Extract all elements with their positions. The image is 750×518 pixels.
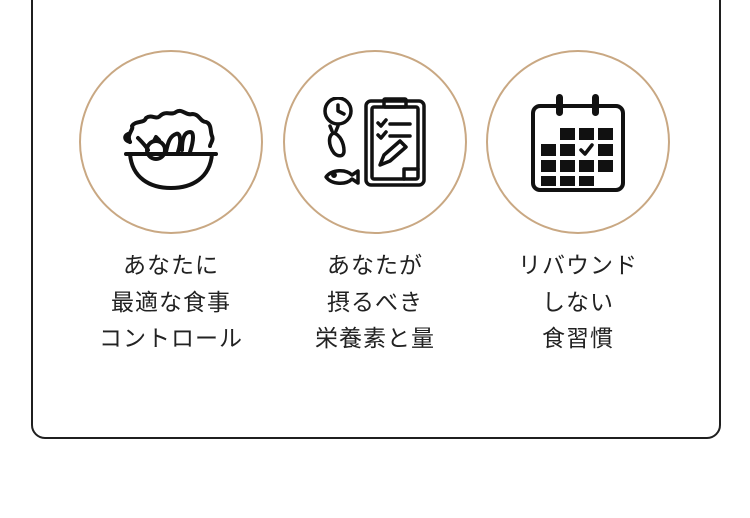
feature-nutrition: あなたが 摂るべき 栄養素と量 [283,50,467,358]
feature-label: あなたが 摂るべき 栄養素と量 [283,248,467,358]
feature-label-line: 最適な食事 [111,289,231,316]
feature-circle [486,50,670,234]
feature-label-line: あなたに [123,253,219,279]
feature-label-line: 食習慣 [542,326,614,352]
feature-circle [283,50,467,234]
feature-card [31,0,721,439]
nutrition-clipboard-icon [323,97,426,187]
feature-label-line: 栄養素と量 [315,326,435,352]
feature-label: あなたに 最適な食事 コントロール [79,248,263,358]
feature-label-line: しない [542,289,614,316]
feature-label-line: 摂るべき [327,289,423,316]
salad-bowl-icon [123,108,218,190]
feature-meal-control: あなたに 最適な食事 コントロール [79,50,263,358]
feature-label-line: あなたが [327,253,423,279]
feature-label: リバウンド しない 食習慣 [486,248,670,358]
feature-label-line: リバウンド [518,253,638,279]
feature-rebound: リバウンド しない 食習慣 [486,50,670,358]
calendar-check-icon [531,94,625,192]
feature-label-line: コントロール [99,326,243,352]
feature-circle [79,50,263,234]
